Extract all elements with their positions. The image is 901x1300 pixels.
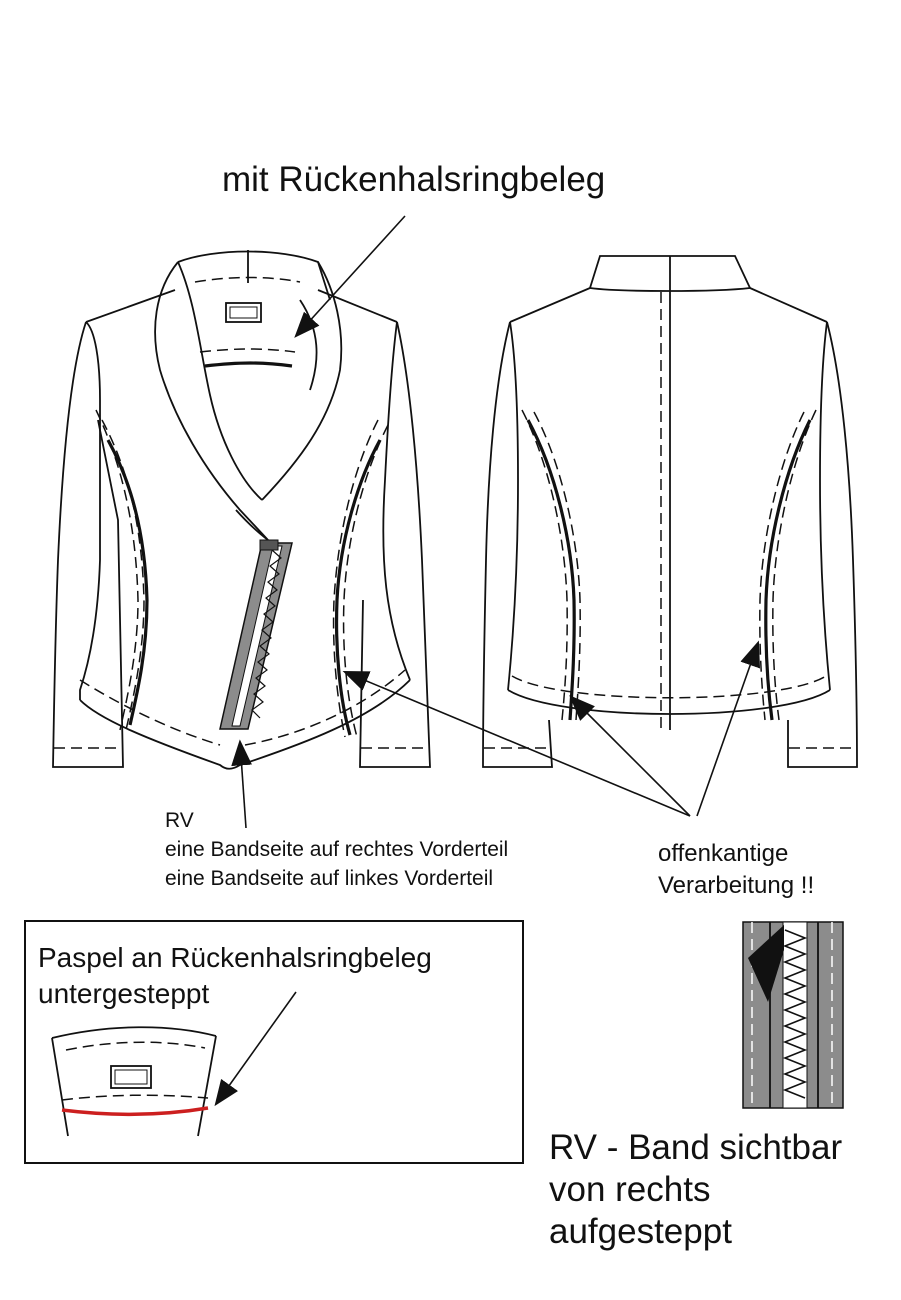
raw-edge-note-line-1: offenkantige [658,840,789,867]
zipper-note-line-2: eine Bandseite auf rechtes Vorderteil [165,838,509,861]
zipper-note: RV eine Bandseite auf rechtes Vorderteil… [165,806,508,893]
arrow-to-piping [214,991,297,1107]
piping-note-line-1: Paspel an Rückenhalsringbeleg [38,942,432,973]
zip-tape-note: RV - Band sichtbar von rechts aufgestepp… [549,1127,842,1253]
front-right-princess-seam [334,439,382,736]
front-body-right [382,321,411,681]
inset-piping-line [61,1106,209,1117]
front-neck-band [177,250,331,301]
front-left-sleeve [52,321,124,768]
zip-slider-icon [748,925,784,1002]
pointer-arrows [214,215,761,1107]
raw-edge-note-line-2: Verarbeitung !! [658,872,815,899]
front-left-princess-seam [106,439,149,726]
zip-tape-note-line-3: aufgesteppt [549,1212,732,1251]
inset-neck-facing [51,1026,217,1137]
front-zipper [219,539,293,730]
piping-detail-box [24,920,524,1164]
arrow-to-back-left-seam [569,695,691,817]
arrow-to-back-right-seam [696,640,761,817]
piping-note-line-2: untergesteppt [38,978,210,1009]
back-left-princess-seam [526,419,576,721]
front-brand-label [225,302,262,323]
arrow-to-front-seam [342,670,691,817]
arrow-to-neck-facing [294,215,406,338]
zipper-note-line-1: RV [165,809,194,832]
front-right-lapel [261,261,343,501]
zip-tape-note-line-2: von rechts [549,1170,711,1209]
neck-facing-label: mit Rückenhalsringbeleg [222,160,606,199]
raw-edge-note: offenkantige Verarbeitung !! [658,838,814,902]
front-body-left [79,321,101,700]
front-neck-facing-line [204,361,293,368]
zip-tape-note-line-1: RV - Band sichtbar [549,1128,843,1167]
back-jacket [482,255,858,768]
zip-tape-detail [742,921,844,1109]
inset-brand-label [110,1065,152,1089]
front-right-sleeve [359,321,431,768]
arrow-to-zipper-bottom [231,739,253,829]
back-collar-stand [589,255,751,289]
back-hem [507,689,831,715]
back-right-sleeve [787,321,858,768]
front-left-lapel [154,261,276,546]
piping-note: Paspel an Rückenhalsringbeleg untergeste… [38,940,432,1012]
front-jacket [52,250,431,770]
back-left-sleeve [482,321,553,768]
zipper-note-line-3: eine Bandseite auf linkes Vorderteil [165,867,494,890]
back-right-princess-seam [764,419,812,721]
